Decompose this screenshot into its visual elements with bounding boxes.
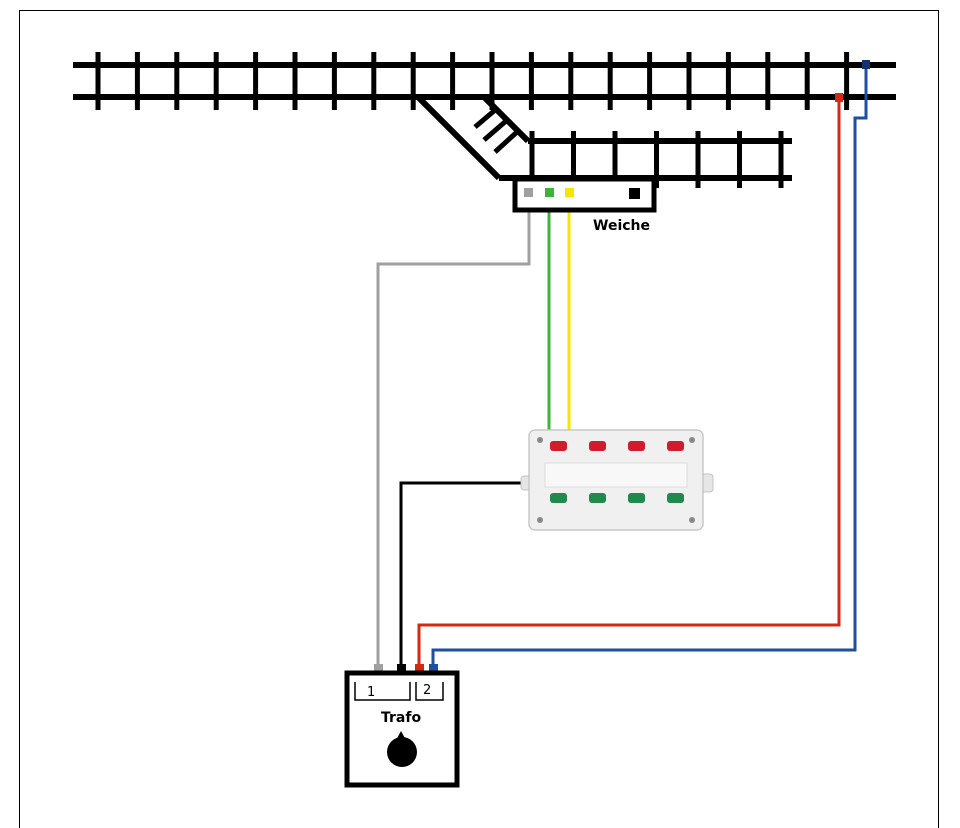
branch-tie-diagonal-3: [493, 130, 519, 154]
terminal-2-label: 2: [423, 683, 431, 698]
green-push-button: [589, 493, 606, 503]
wires: [376, 60, 870, 668]
transformer-knob: [387, 737, 417, 767]
panel-screw-top-right: [689, 437, 695, 443]
red-wire: [417, 97, 841, 668]
green-switch-plug: [545, 188, 554, 197]
branch-tie-diagonal-1: [473, 109, 496, 129]
switch-box-marker: [629, 188, 640, 199]
branch-rail-bottom: [415, 94, 502, 181]
red-trafo-plug: [415, 664, 424, 673]
diagram-frame: [19, 10, 939, 828]
gray-wire: [376, 197, 531, 668]
control-panel-buttons: [550, 441, 684, 503]
red-push-button: [550, 441, 567, 451]
control-panel: [520, 429, 714, 531]
switch-motor-box: Weiche: [512, 176, 657, 234]
red-track-plug: [835, 93, 843, 102]
yellow-switch-plug: [565, 188, 574, 197]
switch-label: Weiche: [593, 218, 650, 234]
control-panel-label-strip: [544, 462, 688, 488]
terminal-1-bracket: [354, 682, 411, 701]
green-push-button: [550, 493, 567, 503]
main-track-ties: [95, 52, 850, 110]
transformer: 1 2 Trafo: [344, 664, 460, 788]
blue-wire: [431, 65, 868, 668]
panel-screw-bottom-right: [689, 517, 695, 523]
red-push-button: [589, 441, 606, 451]
terminal-2-bracket: [415, 682, 444, 701]
green-push-button: [667, 493, 684, 503]
red-push-button: [667, 441, 684, 451]
branch-tie-diagonal-2: [482, 119, 508, 142]
transformer-label: Trafo: [381, 710, 421, 726]
gray-trafo-plug: [374, 664, 383, 673]
black-wire: [399, 481, 527, 668]
red-push-button: [628, 441, 645, 451]
transformer-body: [344, 670, 460, 788]
panel-screw-bottom-left: [537, 517, 543, 523]
terminal-1-label: 1: [367, 685, 375, 700]
gray-switch-plug: [524, 188, 533, 197]
green-push-button: [628, 493, 645, 503]
panel-screw-top-left: [537, 437, 543, 443]
branch-track: [415, 94, 792, 188]
blue-track-plug: [862, 60, 870, 69]
branch-rail-top: [481, 94, 531, 144]
black-trafo-plug: [397, 664, 406, 673]
blue-trafo-plug: [429, 664, 438, 673]
